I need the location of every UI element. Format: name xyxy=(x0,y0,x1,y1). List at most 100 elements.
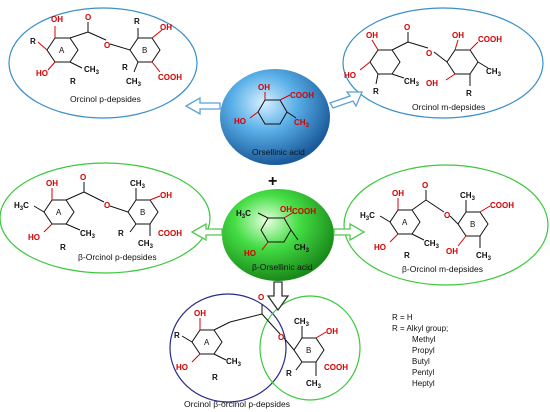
ml-enclosure xyxy=(0,162,211,274)
bottom-ch3-top: CH3 xyxy=(294,317,310,328)
bottom-cooh: COOH xyxy=(324,363,348,372)
tr-carbonyl-o: O xyxy=(404,23,410,32)
tl-structure xyxy=(37,22,163,73)
bottom-ring-b: B xyxy=(306,346,311,355)
mr-oh: OH xyxy=(392,189,404,198)
ml-r-b: R xyxy=(118,229,124,238)
ml-ring-a: A xyxy=(56,208,62,217)
tl-ring-a: A xyxy=(59,46,65,55)
ml-ch3: CH3 xyxy=(80,229,96,240)
orsellinic-oh: OH xyxy=(258,83,270,92)
orsellinic-acid-title: Orsellinic acid xyxy=(252,147,305,157)
orsellinic-cooh: COOH xyxy=(290,91,314,100)
mr-caption: β-Orcinol m-depsides xyxy=(402,264,483,274)
tr-ch3-b: CH3 xyxy=(486,67,502,78)
bottom-r-b: R xyxy=(286,369,292,378)
orsellinic-ch3: CH3 xyxy=(294,118,310,129)
ml-ch3-top: CH3 xyxy=(130,179,146,190)
ml-caption: β-Orcinol p-depsides xyxy=(78,252,157,262)
legend-item-pentyl: Pentyl xyxy=(412,368,434,377)
tr-r-b: R xyxy=(466,89,472,98)
arrow-to-mr xyxy=(333,222,366,242)
orsellinic-acid-sphere xyxy=(220,69,330,165)
mr-r: R xyxy=(404,251,410,260)
bottom-structure xyxy=(181,304,327,376)
bottom-ester-o: O xyxy=(278,333,284,342)
mr-oh-b: OH xyxy=(446,247,458,256)
bottom-ring-a: A xyxy=(204,338,210,347)
mr-ch3: CH3 xyxy=(424,239,440,250)
bottom-r-left: R xyxy=(174,331,180,340)
arrow-to-ml xyxy=(190,222,223,242)
beta-orsellinic-structure xyxy=(257,211,299,251)
tr-ester-o: O xyxy=(426,49,432,58)
ml-oh: OH xyxy=(46,179,58,188)
arrow-to-bottom xyxy=(266,281,290,312)
legend-item-butyl: Butyl xyxy=(412,357,430,366)
tr-cooh: COOH xyxy=(478,35,502,44)
legend-r-h: R = H xyxy=(392,313,413,322)
mr-ho: HO xyxy=(374,243,386,252)
beta-orsellinic-ch3: CH3 xyxy=(294,243,310,254)
mr-ester-o: O xyxy=(444,211,450,220)
tl-ho: HO xyxy=(36,69,48,78)
bottom-left-enclosure xyxy=(169,293,287,403)
tl-ch3: CH3 xyxy=(84,65,100,76)
mr-enclosure xyxy=(343,164,549,286)
legend-item-propyl: Propyl xyxy=(412,346,435,355)
beta-orsellinic-oh: OH xyxy=(280,205,292,214)
beta-orsellinic-acid-title: β-Orsellinic acid xyxy=(252,262,313,272)
tr-ho: HO xyxy=(344,71,356,80)
bottom-caption: Orcinol β-orcinol p-depsides xyxy=(184,399,290,409)
legend-item-methyl: Methyl xyxy=(412,335,436,344)
ml-ho: HO xyxy=(28,233,40,242)
tr-caption: Orcinol m-depsides xyxy=(412,102,485,112)
orsellinic-ho: HO xyxy=(234,117,246,126)
tl-cooh: COOH xyxy=(158,73,182,82)
ml-ch3-bottom: CH3 xyxy=(138,239,154,250)
ml-structure xyxy=(33,182,161,236)
ml-carbonyl-o: O xyxy=(80,173,86,182)
tr-r-bottom: R xyxy=(373,87,379,96)
ml-r: R xyxy=(60,243,66,252)
tl-oh-top: OH xyxy=(51,15,63,24)
tl-r-top-b: R xyxy=(134,17,140,26)
orsellinic-acid-structure xyxy=(249,92,297,125)
mr-h3c: H3C xyxy=(360,211,375,222)
tr-enclosure xyxy=(342,7,544,119)
tl-carbonyl-o: O xyxy=(85,13,91,22)
bottom-ch3-b: CH3 xyxy=(306,379,322,390)
plus-sign: + xyxy=(268,173,277,190)
tl-caption: Orcinol p-depsides xyxy=(70,94,141,104)
arrow-to-tr xyxy=(329,91,363,109)
bottom-oh-b: OH xyxy=(326,327,338,336)
tl-oh-b: OH xyxy=(160,23,172,32)
mr-structure xyxy=(379,190,491,248)
legend-r-alkyl: R = Alkyl group; xyxy=(392,324,448,333)
mr-ch3-bottom: CH3 xyxy=(476,251,492,262)
beta-orsellinic-cooh: COOH xyxy=(292,207,316,216)
tl-enclosure xyxy=(8,7,198,119)
beta-orsellinic-acid-sphere xyxy=(222,189,334,281)
ml-cooh: COOH xyxy=(158,229,182,238)
mr-ring-b: B xyxy=(470,220,475,229)
legend-item-heptyl: Heptyl xyxy=(412,379,435,388)
arrow-to-tl xyxy=(184,96,221,116)
tl-r-bottom: R xyxy=(70,77,76,86)
tl-r-b: R xyxy=(122,63,128,72)
tr-structure xyxy=(359,32,489,86)
bottom-ch3-a: CH3 xyxy=(226,357,242,368)
ml-h3c: H3C xyxy=(14,201,29,212)
ml-oh-b: OH xyxy=(160,191,172,200)
ml-ring-b: B xyxy=(140,208,145,217)
bottom-right-enclosure xyxy=(259,295,361,401)
beta-orsellinic-h3c: H3C xyxy=(236,209,251,220)
mr-ch3-top: CH3 xyxy=(460,191,476,202)
beta-orsellinic-ho: HO xyxy=(244,249,256,258)
tl-ch3-b: CH3 xyxy=(126,77,142,88)
bottom-oh: OH xyxy=(194,309,206,318)
tl-ring-b: B xyxy=(142,46,147,55)
mr-ring-a: A xyxy=(402,218,408,227)
